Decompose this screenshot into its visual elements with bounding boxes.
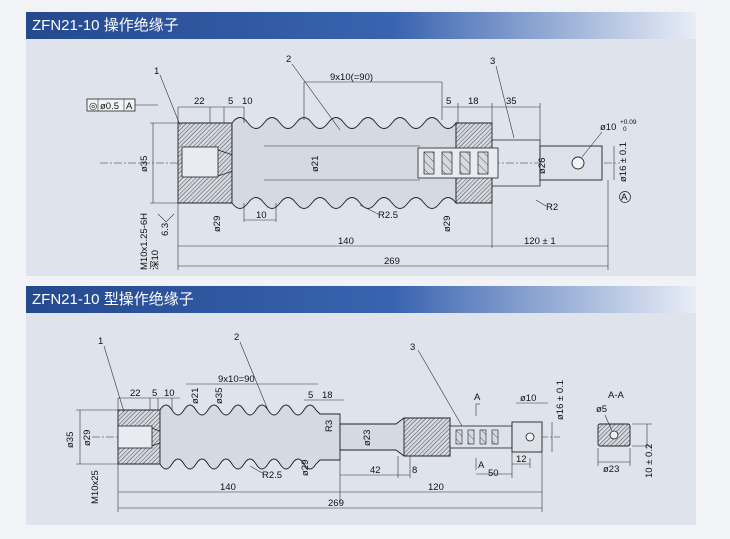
dim-d35: ø35 <box>139 156 150 172</box>
dim-d29b: ø29 <box>442 216 453 232</box>
dim2-8: 8 <box>412 465 417 476</box>
section-d23: ø23 <box>603 464 619 475</box>
section-mark-a-bottom: A <box>478 460 485 471</box>
dim2-d21: ø21 <box>190 388 201 404</box>
section-header-1: ZFN21-10 操作绝缘子 <box>26 12 696 39</box>
dim2-d16: ø16 ± 0.1 <box>555 380 566 420</box>
section-title-1: ZFN21-10 操作绝缘子 <box>32 17 179 34</box>
dim2-120: 120 <box>428 482 444 493</box>
roughness: 6.3 <box>160 223 171 236</box>
dim-hole: ø10 <box>600 122 616 133</box>
dim-5a: 5 <box>228 96 233 107</box>
dim2-22: 22 <box>130 388 141 399</box>
threaded-bore <box>181 146 219 178</box>
dim2-d29: ø29 <box>82 430 93 446</box>
dim2-269: 269 <box>328 498 344 509</box>
dim-269: 269 <box>384 256 400 267</box>
svg-text:+0.09: +0.09 <box>620 119 637 126</box>
drawing-1: 22 5 10 9x10(=90) 5 18 35 1 2 3 ◎ ø0.5 A… <box>86 54 637 270</box>
section-view-title: A-A <box>608 390 625 401</box>
dim2-d10: ø10 <box>520 393 536 404</box>
dim2-18: 18 <box>322 390 333 401</box>
dim-d16: ø16 ± 0.1 <box>618 142 629 182</box>
svg-text:ø0.5: ø0.5 <box>100 101 119 112</box>
section-d10: 10 ± 0.2 <box>644 444 655 478</box>
dim-pitch: 9x10(=90) <box>330 72 373 83</box>
callout2-1: 1 <box>98 336 103 347</box>
dim2-5b: 5 <box>308 390 313 401</box>
dim-5b: 5 <box>446 96 451 107</box>
dim-d29a: ø29 <box>212 216 223 232</box>
dim-r25: R2.5 <box>378 210 398 221</box>
dim2-pitch: 9x10=90 <box>218 374 255 385</box>
section-title-2: ZFN21-10 型操作绝缘子 <box>32 291 194 308</box>
dim-d26: ø26 <box>537 158 548 174</box>
dim2-12: 12 <box>516 454 527 465</box>
drive-shaft <box>539 145 603 181</box>
dim2-r3: R3 <box>324 420 335 432</box>
dim-thread: M10x1.25-6H <box>139 213 150 270</box>
section-d5: ø5 <box>596 404 607 415</box>
section-mark-a-top: A <box>474 392 481 403</box>
svg-text:A: A <box>126 101 133 112</box>
svg-text:0: 0 <box>623 126 627 133</box>
datum-a: A <box>621 192 628 203</box>
dim-10a: 10 <box>242 96 253 107</box>
dim-35r: 35 <box>506 96 517 107</box>
datum-a-marker <box>619 191 631 203</box>
dim2-140: 140 <box>220 482 236 493</box>
dim2-d29b: ø29 <box>300 460 311 476</box>
dim2-d35: ø35 <box>65 432 76 448</box>
dim-18: 18 <box>468 96 479 107</box>
dim2-10a: 10 <box>164 388 175 399</box>
callout-1: 1 <box>154 66 159 77</box>
section-header-2: ZFN21-10 型操作绝缘子 <box>26 286 696 313</box>
dim2-42: 42 <box>370 465 381 476</box>
corrugated-insulator-body-2 <box>159 404 341 470</box>
dim-120: 120 ± 1 <box>524 236 556 247</box>
callout-3: 3 <box>490 56 495 67</box>
dim2-r25: R2.5 <box>262 470 282 481</box>
callout2-2: 2 <box>234 332 239 343</box>
pin-hole <box>571 156 585 170</box>
dim2-d35b: ø35 <box>214 388 225 404</box>
svg-text:◎: ◎ <box>89 101 98 112</box>
dim2-5a: 5 <box>152 388 157 399</box>
dim-d21: ø21 <box>310 156 321 172</box>
drawing-2: 22 5 10 9x10=90 5 18 ø10 1 2 3 ø35 ø29 ø… <box>65 332 655 512</box>
dim2-50: 50 <box>488 468 499 479</box>
dim-140: 140 <box>338 236 354 247</box>
dim-10b: 10 <box>256 210 267 221</box>
dim-r2: R2 <box>546 202 558 213</box>
dim-22: 22 <box>194 96 205 107</box>
dim2-thread: M10x25 <box>90 470 101 504</box>
dim-depth: 深10 <box>150 250 161 270</box>
callout2-3: 3 <box>410 342 415 353</box>
callout-2: 2 <box>286 54 291 65</box>
dim2-d23: ø23 <box>362 430 373 446</box>
